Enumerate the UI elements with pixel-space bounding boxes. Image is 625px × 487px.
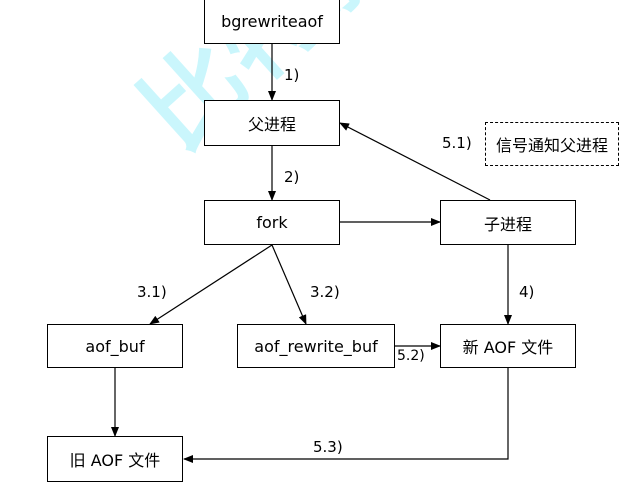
edge-label-3-2: 3.2) [310,283,340,301]
edge-label-4: 4) [519,283,535,301]
arrow-new-aof-to-old-aof [183,368,509,463]
new-aof-file-node: 新 AOF 文件 [440,324,576,368]
edge-label-3-1: 3.1) [137,283,167,301]
parent-process-node: 父进程 [204,100,340,146]
child-process-node: 子进程 [440,200,576,245]
edge-label-2: 2) [284,168,300,186]
edge-label-5-3: 5.3) [313,438,343,456]
old-aof-file-node: 旧 AOF 文件 [47,436,183,482]
bgrewriteaof-node: bgrewriteaof [204,0,340,44]
fork-node: fork [204,200,340,245]
signal-parent-note: 信号通知父进程 [485,122,619,166]
edge-label-5-2: 5.2) [397,348,425,364]
arrow-fork-to-aof-buf [149,244,273,325]
edge-label-1: 1) [284,66,300,84]
aof-rewrite-buf-node: aof_rewrite_buf [237,324,395,368]
edge-label-5-1: 5.1) [442,134,472,152]
arrow-child-to-parent [339,122,491,201]
aof-buf-node: aof_buf [47,324,183,368]
arrow-fork-to-aof-rewrite-buf [271,244,307,325]
